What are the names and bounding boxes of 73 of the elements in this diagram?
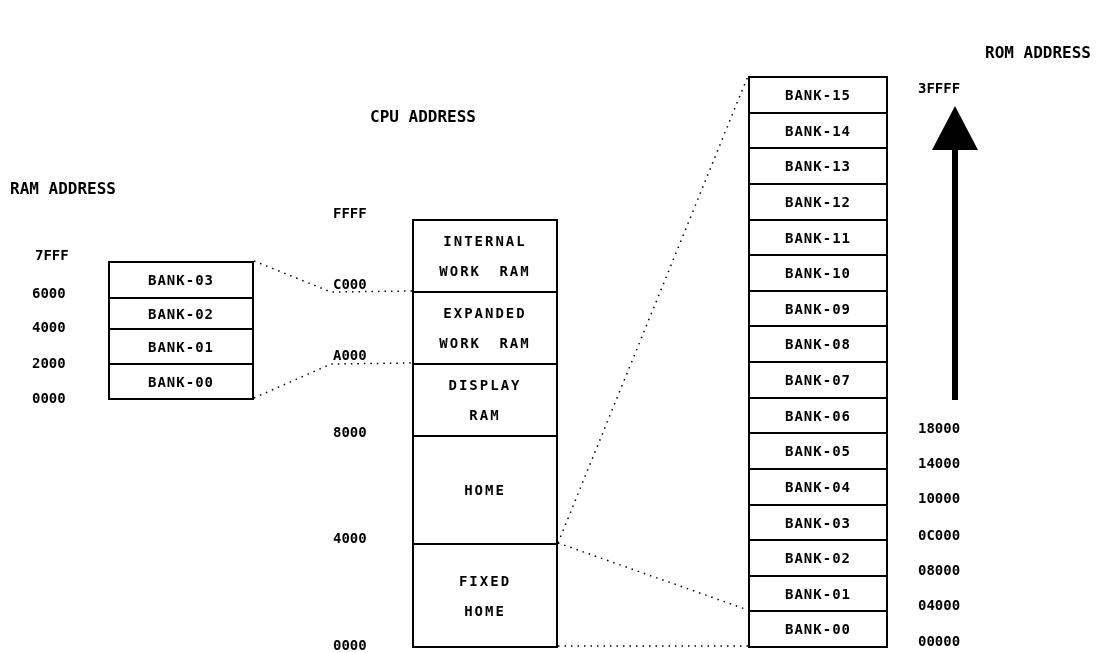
memory-region — [412, 363, 558, 437]
bank-label: BANK-01 — [148, 337, 214, 357]
memory-region — [412, 291, 558, 365]
column-heading: ROM ADDRESS — [985, 42, 1091, 62]
address-label: 18000 — [918, 420, 961, 436]
address-label: 8000 — [333, 424, 367, 440]
bank-label: BANK-03 — [785, 514, 851, 533]
address-label: 00000 — [918, 633, 961, 649]
address-label: C000 — [333, 276, 367, 292]
memory-bank — [108, 328, 254, 365]
address-label: 6000 — [32, 285, 66, 301]
column-heading: RAM ADDRESS — [10, 178, 116, 198]
memory-bank — [748, 219, 888, 257]
region-label: HOME — [463, 481, 507, 500]
memory-region — [412, 543, 558, 648]
memory-bank — [748, 183, 888, 221]
region-label: EXPANDED WORK RAM — [438, 304, 532, 353]
bank-label: BANK-00 — [148, 372, 214, 392]
address-label: 14000 — [918, 455, 961, 471]
bank-label: BANK-06 — [785, 407, 851, 426]
bank-label: BANK-02 — [148, 304, 214, 324]
bank-label: BANK-15 — [785, 86, 851, 105]
bank-label: BANK-08 — [785, 335, 851, 354]
bank-label: BANK-00 — [785, 620, 851, 639]
mapping-line — [253, 260, 413, 293]
bank-label: BANK-07 — [785, 371, 851, 390]
memory-region — [412, 435, 558, 545]
memory-bank — [748, 147, 888, 185]
address-label: FFFF — [333, 205, 367, 221]
memory-bank — [748, 76, 888, 114]
bank-label: BANK-10 — [785, 264, 851, 283]
memory-bank — [108, 297, 254, 330]
memory-bank — [748, 539, 888, 577]
bank-label: BANK-05 — [785, 442, 851, 461]
memory-bank — [748, 397, 888, 435]
address-label: 2000 — [32, 355, 66, 371]
address-label: 4000 — [333, 530, 367, 546]
address-label: 4000 — [32, 319, 66, 335]
bank-label: BANK-12 — [785, 193, 851, 212]
memory-bank — [748, 254, 888, 292]
memory-bank — [748, 325, 888, 363]
bank-label: BANK-11 — [785, 229, 851, 248]
memory-bank — [748, 468, 888, 506]
region-label: DISPLAY RAM — [447, 376, 523, 425]
bank-label: BANK-04 — [785, 478, 851, 497]
address-label: 7FFF — [35, 247, 69, 263]
address-label: 04000 — [918, 597, 961, 613]
bank-label: BANK-09 — [785, 300, 851, 319]
memory-bank — [748, 112, 888, 150]
address-label: 08000 — [918, 562, 961, 578]
memory-bank — [748, 432, 888, 470]
bank-label: BANK-01 — [785, 585, 851, 604]
bank-label: BANK-14 — [785, 122, 851, 141]
address-label: 0000 — [333, 637, 367, 653]
address-label: 3FFFF — [918, 80, 961, 96]
column-heading: CPU ADDRESS — [370, 106, 476, 126]
bank-label: BANK-02 — [785, 549, 851, 568]
memory-bank — [748, 290, 888, 328]
bank-label: BANK-13 — [785, 157, 851, 176]
region-label: INTERNAL WORK RAM — [438, 232, 532, 281]
memory-bank — [748, 610, 888, 648]
address-label: 10000 — [918, 490, 961, 506]
memory-bank — [748, 504, 888, 542]
memory-bank — [108, 261, 254, 299]
memory-bank — [748, 361, 888, 399]
address-label: 0C000 — [918, 527, 961, 543]
address-label: A000 — [333, 347, 367, 363]
bank-label: BANK-03 — [148, 271, 214, 290]
memory-bank — [108, 363, 254, 400]
region-label: FIXED HOME — [457, 571, 513, 621]
memory-bank — [748, 575, 888, 613]
address-label: 0000 — [32, 390, 66, 406]
memory-region — [412, 219, 558, 293]
